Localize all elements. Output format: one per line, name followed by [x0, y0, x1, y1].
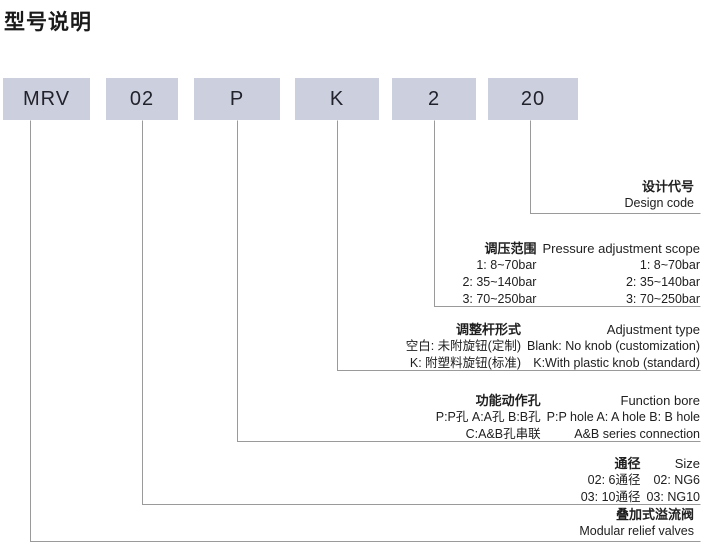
desc-design-code-cn-head: 设计代号 — [641, 179, 694, 194]
desc-function-bore-cn-line-1: P:P孔 A:A孔 B:B孔 — [435, 410, 541, 424]
desc-size-en: Size 02: NG6 03: NG10 — [646, 455, 700, 506]
desc-function-bore-cn: 功能动作孔 P:P孔 A:A孔 B:B孔 C:A&B孔串联 — [436, 392, 547, 443]
desc-pressure-scope-cn: 调压范围 1: 8~70bar 2: 35~140bar 3: 70~250ba… — [462, 240, 542, 308]
desc-series-en-head: Modular relief valves — [579, 524, 694, 538]
desc-design-code-cn: 设计代号 Design code — [625, 178, 701, 212]
desc-function-bore-cn-line-2: C:A&B孔串联 — [465, 427, 541, 441]
code-box-adjustment-type-value: K — [329, 87, 345, 110]
desc-series: 叠加式溢流阀 Modular relief valves — [300, 506, 700, 540]
desc-adjustment-type-cn-line-2: K: 附塑料旋钮(标准) — [409, 356, 521, 370]
desc-pressure-scope-cn-line-3: 3: 70~250bar — [462, 292, 537, 306]
desc-function-bore-cn-head: 功能动作孔 — [475, 393, 541, 408]
desc-size: 通径 02: 6通径 03: 10通径 Size 02: NG6 03: NG1… — [380, 455, 700, 506]
desc-pressure-scope-en: Pressure adjustment scope 1: 8~70bar 2: … — [542, 240, 700, 308]
desc-pressure-scope-cn-line-2: 2: 35~140bar — [462, 275, 537, 289]
desc-adjustment-type-en: Adjustment type Blank: No knob (customiz… — [527, 321, 700, 372]
desc-size-en-line-2: 03: NG10 — [646, 490, 700, 504]
desc-pressure-scope-en-line-1: 1: 8~70bar — [639, 258, 700, 272]
code-box-design-code-value: 20 — [520, 87, 546, 110]
desc-pressure-scope: 调压范围 1: 8~70bar 2: 35~140bar 3: 70~250ba… — [300, 240, 700, 308]
desc-adjustment-type-en-line-1: Blank: No knob (customization) — [527, 339, 700, 353]
desc-adjustment-type-cn-line-1: 空白: 未附旋钮(定制) — [405, 339, 521, 353]
code-box-function-bore-value: P — [229, 87, 245, 110]
code-box-adjustment-type: K — [295, 78, 379, 120]
desc-size-cn-head: 通径 — [614, 456, 641, 471]
desc-pressure-scope-cn-head: 调压范围 — [484, 241, 537, 256]
code-box-function-bore: P — [194, 78, 280, 120]
code-box-series: MRV — [3, 78, 90, 120]
desc-size-en-head: Size — [674, 456, 700, 471]
code-box-design-code: 20 — [488, 78, 578, 120]
code-box-pressure-scope: 2 — [392, 78, 476, 120]
desc-design-code: 设计代号 Design code — [300, 178, 700, 212]
desc-size-cn-line-1: 02: 6通径 — [587, 473, 641, 487]
code-box-size-value: 02 — [129, 87, 155, 110]
desc-function-bore-en-line-1: P:P hole A: A hole B: B hole — [546, 410, 700, 424]
desc-pressure-scope-cn-line-1: 1: 8~70bar — [476, 258, 537, 272]
code-box-series-value: MRV — [22, 87, 71, 110]
code-box-pressure-scope-value: 2 — [427, 87, 441, 110]
desc-pressure-scope-en-line-3: 3: 70~250bar — [625, 292, 700, 306]
desc-adjustment-type: 调整杆形式 空白: 未附旋钮(定制) K: 附塑料旋钮(标准) Adjustme… — [200, 321, 700, 372]
desc-adjustment-type-en-head: Adjustment type — [606, 322, 700, 337]
desc-design-code-en-head: Design code — [624, 196, 695, 210]
desc-adjustment-type-en-line-2: K:With plastic knob (standard) — [533, 356, 700, 370]
desc-size-en-line-1: 02: NG6 — [653, 473, 700, 487]
desc-size-cn-line-2: 03: 10通径 — [580, 490, 641, 504]
desc-adjustment-type-cn: 调整杆形式 空白: 未附旋钮(定制) K: 附塑料旋钮(标准) — [406, 321, 527, 372]
desc-series-cn-head: 叠加式溢流阀 — [615, 507, 694, 522]
desc-pressure-scope-en-line-2: 2: 35~140bar — [625, 275, 700, 289]
page-title: 型号说明 — [4, 11, 92, 34]
desc-function-bore-en-head: Function bore — [620, 393, 701, 408]
desc-adjustment-type-cn-head: 调整杆形式 — [455, 322, 521, 337]
desc-size-cn: 通径 02: 6通径 03: 10通径 — [581, 455, 647, 506]
desc-function-bore-en-line-2: A&B series connection — [574, 427, 700, 441]
desc-series-cn: 叠加式溢流阀 Modular relief valves — [579, 506, 700, 540]
code-box-size: 02 — [106, 78, 178, 120]
desc-pressure-scope-en-head: Pressure adjustment scope — [542, 241, 700, 256]
desc-function-bore-en: Function bore P:P hole A: A hole B: B ho… — [547, 392, 700, 443]
desc-function-bore: 功能动作孔 P:P孔 A:A孔 B:B孔 C:A&B孔串联 Function b… — [180, 392, 700, 443]
